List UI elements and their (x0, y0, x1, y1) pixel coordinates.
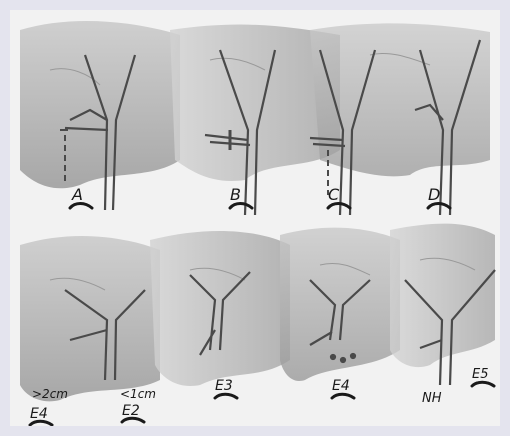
label-e3: E3 (215, 378, 233, 394)
label-size-gt: >2cm (32, 387, 68, 401)
label-a: A (71, 185, 83, 204)
label-d: D (428, 185, 440, 204)
illustration: A B C D >2cm <1cm E4 E2 E3 E4 NH E5 (10, 10, 500, 426)
label-e5: E5 (472, 367, 489, 382)
label-e2: E2 (122, 403, 140, 419)
label-nh: NH (422, 391, 442, 406)
label-c: C (328, 185, 340, 204)
label-b: B (230, 185, 241, 204)
label-e4-right: E4 (332, 378, 350, 394)
drawing-frame: A B C D >2cm <1cm E4 E2 E3 E4 NH E5 (10, 10, 500, 426)
bottom-row-background (20, 224, 495, 402)
top-row-background (20, 21, 490, 188)
label-size-lt: <1cm (120, 387, 156, 401)
label-e4-left: E4 (30, 406, 48, 422)
